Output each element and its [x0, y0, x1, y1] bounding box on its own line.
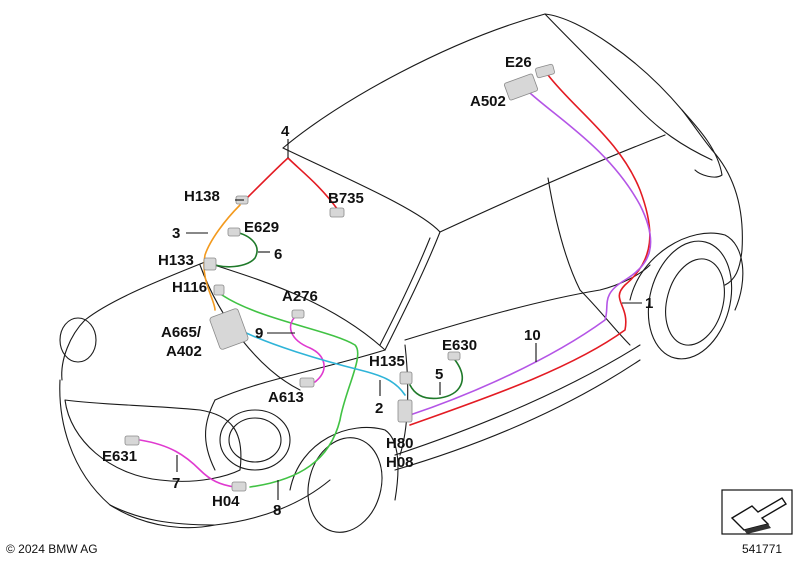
hood-front — [61, 319, 86, 381]
label-h135: H135 — [369, 353, 405, 370]
grille-outline — [64, 399, 242, 482]
h116-connector — [213, 284, 225, 296]
wire-1-red — [409, 74, 651, 426]
label-10: 10 — [524, 327, 541, 344]
label-a276: A276 — [282, 288, 318, 305]
label-h04: H04 — [212, 493, 240, 510]
label-h138: H138 — [184, 188, 220, 205]
h80-h08-connector — [397, 399, 413, 423]
a-pillar-inner — [379, 237, 431, 346]
fender-line — [204, 399, 216, 471]
h133-connector — [203, 257, 217, 271]
front-wheel-arch — [289, 426, 399, 501]
view-direction-arrow-icon — [730, 497, 787, 534]
wire-cyan — [239, 329, 406, 396]
label-4: 4 — [281, 123, 290, 140]
a502-module — [503, 73, 539, 101]
b-pillar — [547, 177, 581, 291]
label-h80: H80 — [386, 435, 414, 452]
copyright-text: © 2024 BMW AG — [6, 542, 98, 556]
label-7: 7 — [172, 475, 180, 492]
label-a665: A665/ — [161, 324, 202, 341]
label-e629: E629 — [244, 219, 279, 236]
rear-wheel-arch — [629, 232, 744, 311]
door-rear-line — [579, 289, 631, 346]
label-h116: H116 — [172, 279, 207, 296]
right-headlight-inner — [228, 417, 282, 463]
callout-labels: E26 A502 4 H138 B735 3 E629 6 H133 H116 … — [102, 54, 653, 519]
wire-3-orange — [203, 204, 241, 311]
label-9: 9 — [255, 325, 263, 342]
components — [124, 63, 555, 492]
label-h08: H08 — [386, 454, 414, 471]
label-a402: A402 — [166, 343, 202, 360]
roof-front-edge — [282, 147, 441, 233]
h135-connector — [399, 371, 413, 385]
rear-window — [681, 109, 723, 178]
rear-body — [711, 149, 743, 286]
wire-7-magenta — [139, 439, 236, 488]
label-b735: B735 — [328, 190, 364, 207]
side-sill — [394, 344, 641, 456]
wires — [139, 74, 652, 488]
wire-8-green — [221, 294, 359, 488]
label-e630: E630 — [442, 337, 477, 354]
front-wheel — [307, 437, 383, 533]
a613-sensor — [299, 377, 315, 388]
wire-10-purple — [409, 92, 652, 416]
side-window-top — [439, 134, 666, 233]
wire-9-magenta — [289, 314, 325, 383]
label-a502: A502 — [470, 93, 506, 110]
right-headlight — [219, 409, 291, 471]
e629-connector — [227, 227, 241, 237]
label-e26: E26 — [505, 54, 532, 71]
h04-connector — [231, 481, 247, 492]
label-1: 1 — [645, 295, 653, 312]
label-5: 5 — [435, 366, 443, 383]
label-2: 2 — [375, 400, 383, 417]
footer: © 2024 BMW AG 541771 — [6, 489, 793, 556]
bumper-lower — [109, 479, 331, 526]
windshield-base — [204, 261, 386, 351]
a665-a402-control-unit — [209, 308, 249, 350]
roof-outline — [282, 13, 713, 151]
left-headlight — [59, 317, 97, 363]
label-a613: A613 — [268, 389, 304, 406]
hood-crease — [214, 349, 386, 401]
e631-connector — [124, 435, 140, 446]
a-pillar — [384, 231, 441, 351]
b735-sensor — [329, 207, 345, 218]
image-number: 541771 — [742, 542, 782, 556]
label-6: 6 — [274, 246, 282, 263]
wire-5-darkgreen — [409, 359, 463, 400]
wire-6-darkgreen — [209, 231, 258, 268]
hood-left — [84, 261, 206, 321]
label-h133: H133 — [158, 252, 194, 269]
label-e631: E631 — [102, 448, 137, 465]
rear-wheel-inner — [665, 258, 725, 346]
roof-rear-edge — [544, 13, 713, 161]
label-8: 8 — [273, 502, 281, 519]
leader-lines — [176, 139, 642, 500]
rear-wheel — [647, 240, 733, 360]
e26-connector — [535, 63, 555, 79]
car-outline — [59, 13, 744, 533]
wire-4-red — [244, 157, 339, 211]
a276-sensor — [291, 309, 305, 319]
side-sill-lower — [394, 359, 641, 471]
label-3: 3 — [172, 225, 180, 242]
e630-connector — [447, 351, 461, 361]
